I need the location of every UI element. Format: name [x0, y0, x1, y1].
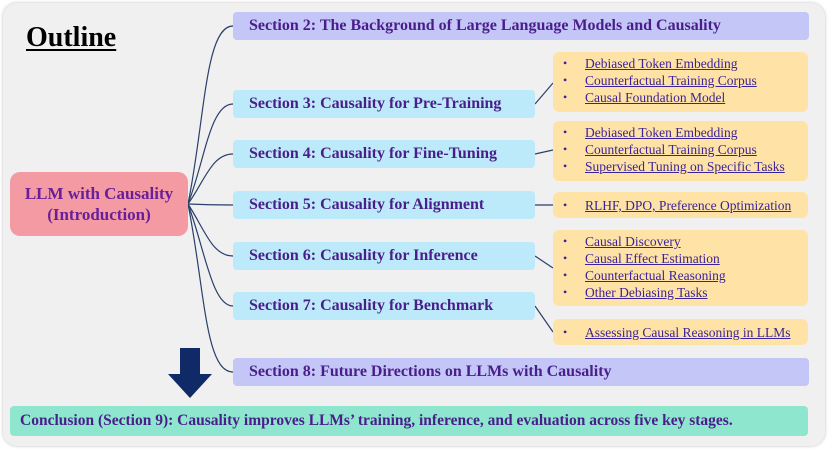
list-item[interactable]: Counterfactual Training Corpus — [563, 72, 808, 89]
benchmark-details: Assessing Causal Reasoning in LLMs — [553, 319, 808, 345]
list-item[interactable]: Causal Effect Estimation — [563, 250, 808, 267]
page-title: Outline — [26, 22, 117, 53]
alignment-details: RLHF, DPO, Preference Optimization — [553, 192, 808, 218]
root-label-line1: LLM with Causality — [24, 184, 174, 203]
connector-section-7 — [187, 203, 234, 307]
connector-section-2 — [187, 25, 234, 205]
connector-pretraining-details — [534, 82, 554, 105]
connector-inference-details — [534, 255, 554, 269]
connector-finetuning-details — [534, 149, 554, 155]
section-5: Section 5: Causality for Alignment — [233, 191, 535, 219]
section-2: Section 2: The Background of Large Langu… — [233, 12, 809, 40]
root-label-line2: (Introduction) — [47, 205, 151, 224]
list-item[interactable]: Causal Foundation Model — [563, 89, 808, 106]
list-item[interactable]: RLHF, DPO, Preference Optimization — [563, 197, 808, 214]
section-3: Section 3: Causality for Pre-Training — [233, 90, 535, 118]
connector-section-6 — [187, 203, 234, 257]
connector-benchmark-details — [534, 305, 554, 333]
connector-section-3 — [187, 103, 234, 205]
list-item[interactable]: Causal Discovery — [563, 233, 808, 250]
list-item[interactable]: Other Debiasing Tasks — [563, 284, 808, 301]
pretraining-details: Debiased Token Embedding Counterfactual … — [553, 52, 808, 112]
list-item[interactable]: Debiased Token Embedding — [563, 55, 808, 72]
down-arrow-icon — [168, 348, 212, 398]
list-item[interactable]: Supervised Tuning on Specific Tasks — [563, 158, 808, 175]
inference-details: Causal Discovery Causal Effect Estimatio… — [553, 230, 808, 306]
connector-section-4 — [187, 153, 234, 205]
section-6: Section 6: Causality for Inference — [233, 242, 535, 270]
list-item[interactable]: Debiased Token Embedding — [563, 124, 808, 141]
list-item[interactable]: Counterfactual Training Corpus — [563, 141, 808, 158]
section-8: Section 8: Future Directions on LLMs wit… — [233, 358, 809, 386]
list-item[interactable]: Counterfactual Reasoning — [563, 267, 808, 284]
list-item[interactable]: Assessing Causal Reasoning in LLMs — [563, 324, 808, 341]
connector-section-5 — [187, 203, 234, 206]
root-node: LLM with Causality (Introduction) — [10, 172, 188, 236]
conclusion-banner: Conclusion (Section 9): Causality improv… — [10, 406, 808, 436]
finetuning-details: Debiased Token Embedding Counterfactual … — [553, 121, 808, 181]
section-4: Section 4: Causality for Fine-Tuning — [233, 140, 535, 168]
section-7: Section 7: Causality for Benchmark — [233, 292, 535, 320]
connector-section-8 — [187, 203, 234, 373]
